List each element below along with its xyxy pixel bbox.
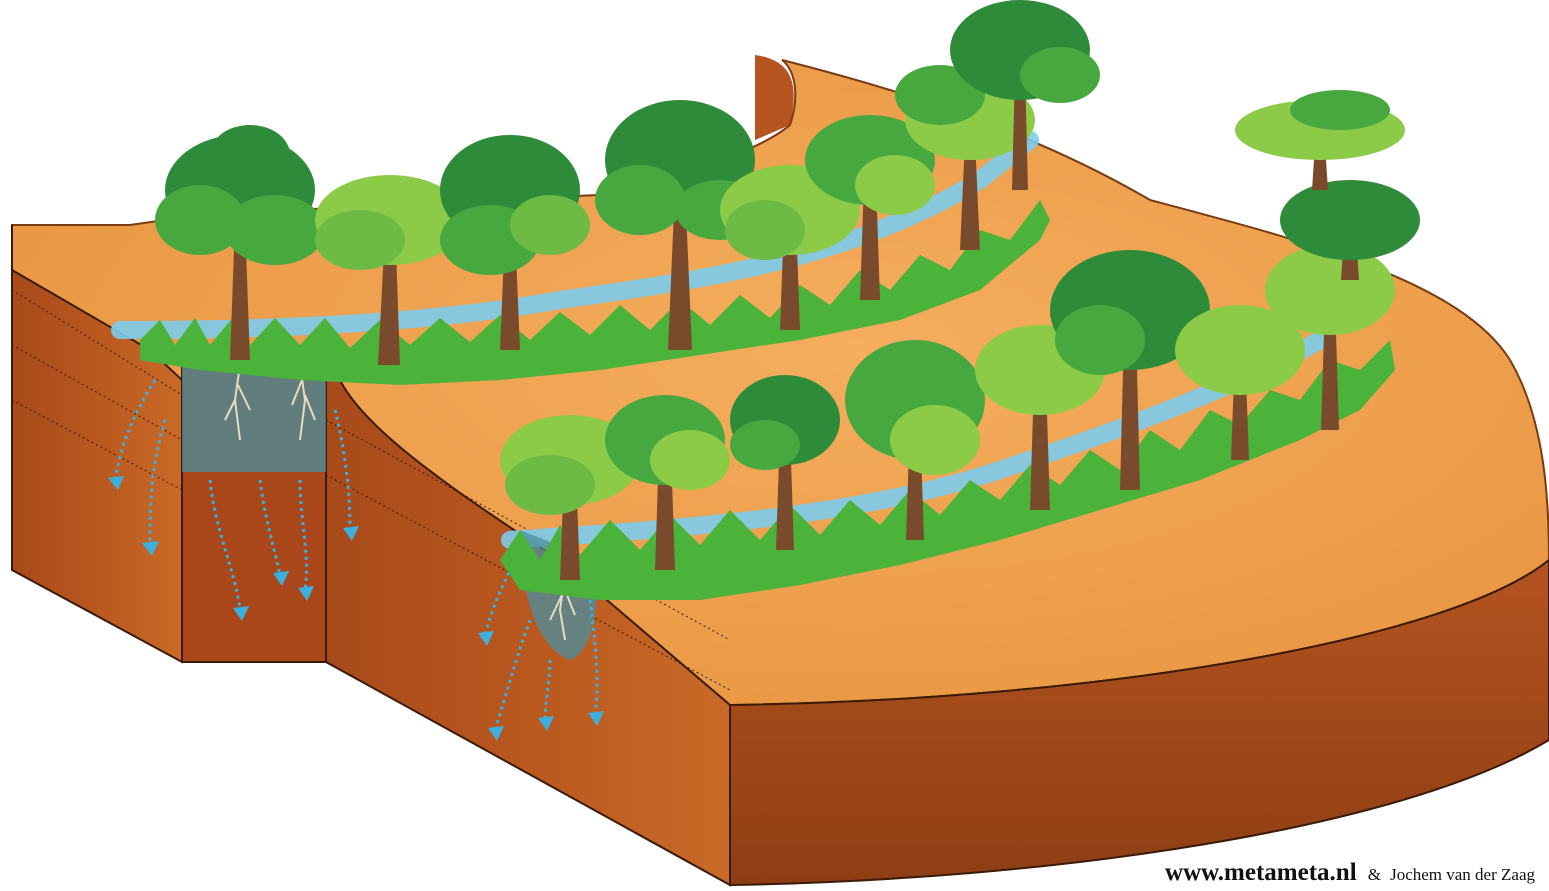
credit-url: www.metameta.nl	[1165, 859, 1357, 886]
credit-author: Jochem van der Zaag	[1390, 865, 1535, 884]
credit-line: www.metameta.nl & Jochem van der Zaag	[1165, 859, 1535, 887]
tree	[1235, 90, 1405, 190]
credit-ampersand: &	[1368, 865, 1381, 884]
